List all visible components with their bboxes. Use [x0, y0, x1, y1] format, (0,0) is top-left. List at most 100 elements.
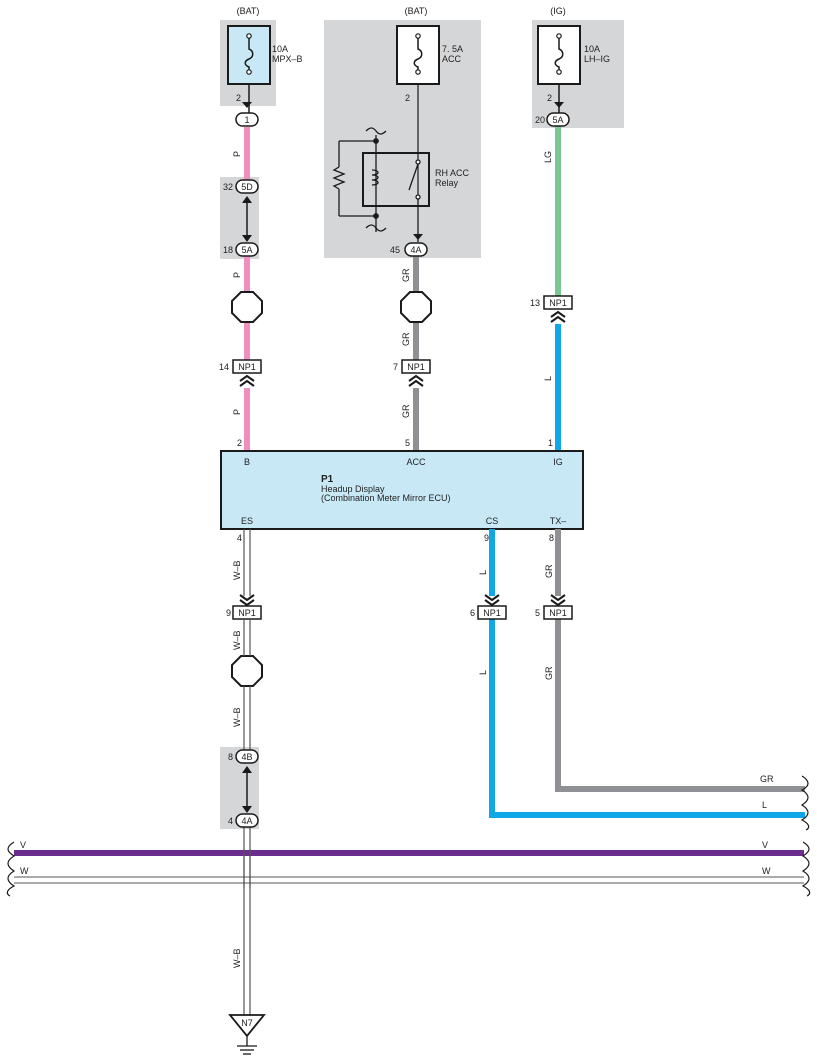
connector-np1: NP1: [477, 594, 507, 620]
wire-color-label: L: [543, 376, 553, 381]
connector-4a-ground: 4A: [235, 813, 259, 828]
ecu-pin-tx: TX–: [550, 516, 567, 526]
connector-label: 1: [244, 115, 249, 125]
pin-number: 2: [237, 438, 242, 448]
connector-1: 1: [235, 102, 259, 127]
wire-color-label: LG: [543, 151, 553, 163]
ecu-name: Headup Display: [321, 484, 385, 494]
connector-5a: 5A: [235, 242, 259, 257]
connector-label: 4A: [410, 245, 421, 255]
pin-number: 4: [237, 533, 242, 543]
connector-label: NP1: [238, 362, 256, 372]
wire-color-label: GR: [544, 666, 554, 680]
bus-label-v: V: [762, 840, 768, 850]
connector-label: 5A: [241, 245, 252, 255]
pin-number: 8: [228, 752, 233, 762]
wire-wb: [243, 849, 251, 888]
wire-color-label: P: [232, 409, 242, 415]
connector-label: NP1: [238, 608, 256, 618]
ground-label: N7: [241, 1018, 253, 1028]
wire-color-label: GR: [544, 564, 554, 578]
pin-number: 7: [393, 362, 398, 372]
rh-acc-relay: [332, 127, 430, 242]
wire-color-label: L: [478, 570, 488, 575]
ecu-headup-display: [220, 450, 584, 530]
connector-4b: 4B: [235, 749, 259, 813]
wire-color-label: W–B: [232, 948, 242, 968]
relay-label: Relay: [435, 178, 459, 188]
relay-label: RH ACC: [435, 168, 470, 178]
bus-label-v: V: [20, 840, 26, 850]
wire-color-label: GR: [401, 268, 411, 282]
connector-np1: NP1: [232, 594, 262, 620]
ecu-pin-cs: CS: [486, 516, 499, 526]
ecu-id: P1: [321, 474, 334, 485]
wire-color-label: P: [232, 272, 242, 278]
connector-label: NP1: [407, 362, 425, 372]
connector-np1: NP1: [543, 594, 573, 620]
connector-np1: NP1: [401, 359, 431, 387]
pin-number: 9: [226, 608, 231, 618]
connector-5d: 5D: [235, 179, 259, 242]
pin-number: 5: [535, 608, 540, 618]
connector-label: NP1: [483, 608, 501, 618]
pin-number: 2: [236, 93, 241, 103]
fuse-acc: [396, 25, 440, 85]
splice-octagon: [231, 655, 263, 687]
ecu-pin-acc: ACC: [406, 457, 426, 467]
ecu-pin-b: B: [244, 457, 250, 467]
pin-number: 45: [390, 245, 400, 255]
connector-5a-ig: 5A: [546, 102, 570, 127]
fuse-amp-label: 7. 5A: [442, 44, 463, 54]
splice-octagon: [400, 291, 432, 323]
fuse-lh-ig: [537, 25, 581, 85]
fuse-amp-label: 10A: [584, 44, 600, 54]
wire-color-label: L: [762, 800, 767, 810]
fuse-amp-label: 10A: [272, 44, 288, 54]
splice-octagon: [231, 291, 263, 323]
connector-label: 4A: [241, 816, 252, 826]
wire-color-label: W–B: [232, 560, 242, 580]
wire-color-label: GR: [401, 404, 411, 418]
fuse-name-label: LH–IG: [584, 54, 610, 64]
connector-label: 5D: [241, 182, 253, 192]
wire-color-label: GR: [401, 332, 411, 346]
pin-number: 4: [228, 816, 233, 826]
connector-np1: NP1: [232, 359, 262, 387]
ecu-pin-ig: IG: [553, 457, 563, 467]
source-bat-label: (BAT): [405, 6, 428, 16]
pin-number: 32: [223, 182, 233, 192]
connector-4a-acc: 4A: [404, 234, 428, 257]
pin-number: 9: [484, 533, 489, 543]
bus-label-w: W: [762, 866, 771, 876]
wire-break-mark: [801, 841, 811, 897]
fuse-name-label: MPX–B: [272, 54, 303, 64]
ecu-pin-es: ES: [241, 516, 253, 526]
pin-number: 2: [405, 93, 410, 103]
connector-label: NP1: [549, 608, 567, 618]
pin-number: 18: [223, 245, 233, 255]
wire-color-label: L: [478, 670, 488, 675]
connector-label: 4B: [241, 752, 252, 762]
pin-number: 5: [405, 438, 410, 448]
ground-point-n7: N7: [228, 1014, 266, 1055]
pin-number: 1: [548, 438, 553, 448]
source-ig-label: (IG): [550, 6, 566, 16]
pin-number: 6: [470, 608, 475, 618]
pin-number: 14: [219, 362, 229, 372]
bus-label-w: W: [20, 866, 29, 876]
pin-number: 20: [535, 115, 545, 125]
fuse-mpx-b: [227, 25, 271, 85]
wire-color-label: W–B: [232, 630, 242, 650]
pin-number: 13: [530, 298, 540, 308]
wire-break-mark: [6, 841, 16, 897]
pin-number: 8: [549, 533, 554, 543]
source-bat-label: (BAT): [237, 6, 260, 16]
ecu-subname: (Combination Meter Mirror ECU): [321, 493, 451, 503]
fuse-name-label: ACC: [442, 54, 462, 64]
bus-w-white: [14, 876, 804, 884]
wire-color-label: P: [232, 151, 242, 157]
wire-color-label: GR: [760, 774, 774, 784]
pin-number: 2: [547, 93, 552, 103]
